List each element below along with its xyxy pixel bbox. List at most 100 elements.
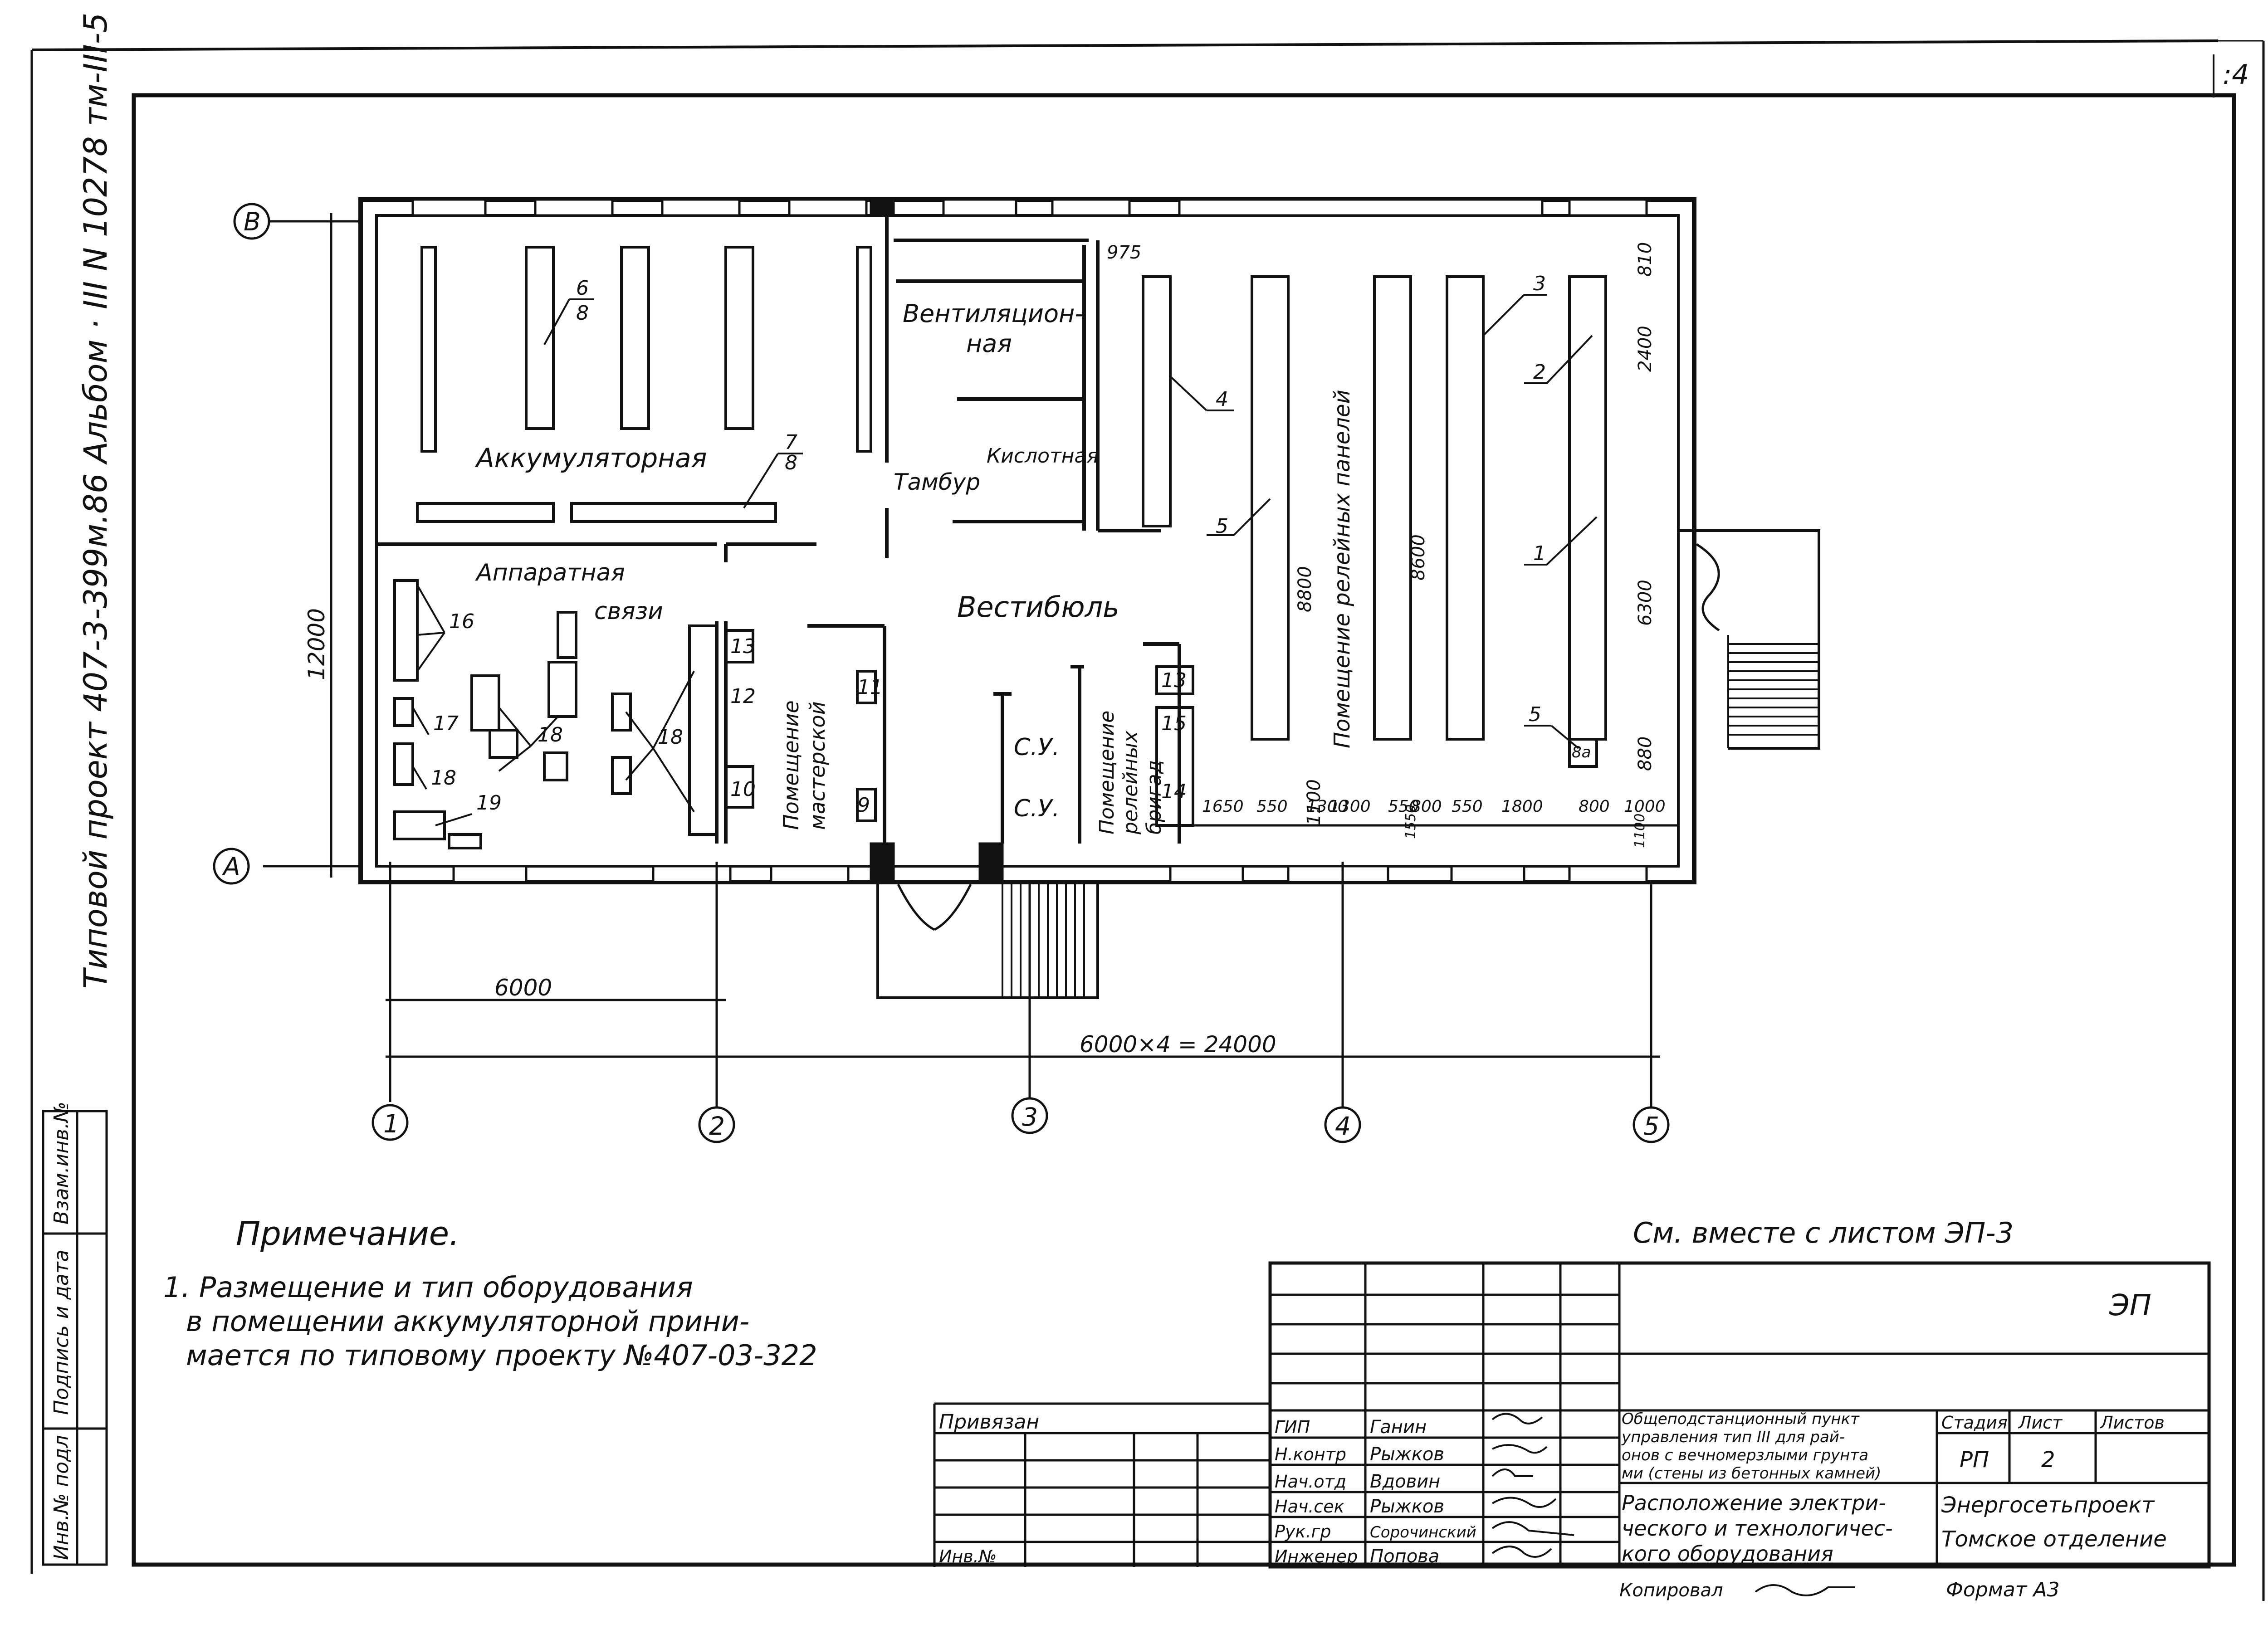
stamp-vzam-inv: Взам.инв.№ — [50, 1102, 73, 1224]
dim-550b: 550 — [1388, 797, 1419, 816]
room-vent-l2: ная — [966, 329, 1012, 358]
dim-1000: 1000 — [1624, 797, 1666, 816]
tb-names: Ганин Рыжков Вдовин Рыжков Сорочинский П… — [1370, 1417, 1476, 1567]
tb-name-4: Рыжков — [1370, 1496, 1444, 1517]
tb-name-1: Ганин — [1370, 1417, 1427, 1438]
tb-roles: ГИП Н.контр Нач.отд Нач.сек Рук.гр Инжен… — [1275, 1417, 1358, 1566]
dim-8800: 8800 — [1295, 566, 1315, 612]
tb-name-2: Рыжков — [1370, 1444, 1444, 1465]
tb-role-nkontr: Н.контр — [1275, 1444, 1346, 1464]
dim-1300a: 1300 — [1306, 797, 1348, 816]
side-stamp — [42, 1110, 108, 1566]
dim-6300: 6300 — [1635, 580, 1656, 626]
dim-1100: 1100 — [1304, 779, 1325, 825]
axis-label-4: 4 — [1335, 1112, 1351, 1141]
axis-label-B: B — [244, 207, 261, 236]
stamp-podpis-data: Подпись и дата — [50, 1250, 73, 1415]
dim-1100b: 1100 — [1632, 814, 1648, 848]
callout-17: 17 — [433, 712, 459, 735]
tb-sheet-title-l1: Расположение электри- — [1622, 1491, 1886, 1515]
callouts: 6 8 7 8 4 5 3 2 1 5 16 17 18 18 18 19 13… — [431, 272, 1591, 817]
title-block-grid — [933, 1261, 2211, 1569]
tb-stage-label: Стадия — [1941, 1413, 2008, 1433]
dim-8600: 8600 — [1408, 534, 1429, 580]
dim-975: 975 — [1107, 242, 1141, 263]
sheet-frame — [30, 39, 2265, 1601]
callout-19: 19 — [476, 791, 502, 815]
tb-project-l1: Общеподстанционный пункт — [1622, 1410, 1860, 1428]
room-rb-l1: Помещение — [1095, 711, 1119, 834]
axis-label-2: 2 — [709, 1112, 725, 1141]
room-masterskaya: Помещение мастерской — [779, 694, 830, 830]
callout-1: 1 — [1533, 542, 1546, 565]
tb-project-l2: управления тип III для рай- — [1621, 1428, 1845, 1446]
room-masterskaya-l1: Помещение — [779, 700, 803, 830]
room-releinyh-paneley: Помещение релейных панелей — [1330, 390, 1355, 748]
callout-5b: 5 — [1529, 703, 1541, 726]
tb-sheet-title-l2: ческого и технологичес- — [1622, 1516, 1893, 1541]
tb-project-l3: онов с вечномерзлыми грунта — [1622, 1446, 1868, 1464]
stamp-inv-podl: Инв.№ подл — [50, 1435, 73, 1560]
dim-12000: 12000 — [303, 608, 330, 680]
tb-role-nachotd: Нач.отд — [1275, 1472, 1346, 1492]
tb-name-6: Попова — [1370, 1546, 1439, 1567]
callout-5a: 5 — [1216, 515, 1228, 538]
callout-7: 7 — [785, 431, 797, 454]
callout-13b: 13 — [1161, 669, 1187, 692]
room-apparat-2: связи — [594, 598, 663, 625]
tb-role-gip: ГИП — [1275, 1417, 1310, 1437]
dim-24000: 6000×4 = 24000 — [1080, 1031, 1276, 1058]
room-rb-l2: релейных — [1119, 731, 1142, 835]
axis-label-5: 5 — [1643, 1112, 1659, 1141]
room-kisl: Кислотная — [987, 444, 1099, 468]
tb-inv-no: Инв.№ — [939, 1546, 997, 1566]
signatures — [1491, 1413, 1574, 1558]
room-su-2: С.У. — [1014, 795, 1060, 822]
callout-3: 3 — [1533, 272, 1546, 295]
tb-name-3: Вдовин — [1370, 1471, 1440, 1492]
dim-550c: 550 — [1452, 797, 1483, 816]
axis-label-A: A — [222, 852, 240, 881]
tb-sheet-title: Расположение электри- ческого и технолог… — [1622, 1491, 1899, 1566]
callout-18c: 18 — [658, 726, 683, 749]
dimensions: 975 810 2400 12000 8800 8600 6300 880 11… — [303, 242, 1666, 1058]
room-vent-l1: Вентиляцион- — [903, 299, 1084, 328]
room-vent: Вентиляцион- ная — [903, 299, 1091, 358]
copied-signature — [1755, 1584, 1855, 1596]
tb-privyazan: Привязан — [939, 1410, 1039, 1434]
callout-15: 15 — [1161, 712, 1187, 735]
tb-org-1: Энергосетьпроект — [1941, 1493, 2155, 1518]
tb-project-name: Общеподстанционный пункт управления тип … — [1621, 1410, 1881, 1483]
axis-label-1: 1 — [383, 1109, 399, 1138]
tb-format: Формат А3 — [1946, 1578, 2060, 1601]
dim-800b: 800 — [1579, 797, 1610, 816]
notes-line-1: 1. Размещение и тип оборудования — [163, 1271, 693, 1304]
dim-800a: 800 — [1411, 797, 1442, 816]
tb-org-2: Томское отделение — [1941, 1527, 2167, 1552]
callout-13a: 13 — [730, 635, 756, 658]
tb-role-nachsek: Нач.сек — [1275, 1497, 1344, 1517]
sheet-corner-mark: :4 — [2223, 59, 2249, 91]
dim-2400: 2400 — [1635, 326, 1656, 372]
callout-8a: 8 — [576, 302, 589, 325]
room-rb-l3: бригад — [1143, 760, 1166, 834]
room-apparat-1: Аппаратная — [475, 559, 625, 586]
tb-sheet-title-l3: кого оборудования — [1622, 1541, 1833, 1566]
room-vestibul: Вестибюль — [957, 590, 1119, 624]
callout-12: 12 — [730, 685, 756, 708]
tb-code: ЭП — [2109, 1289, 2151, 1322]
side-title: Типовой проект 407-3-399м.86 Альбом · II… — [77, 13, 114, 989]
room-releinyh-brigad: Помещение релейных бригад — [1095, 704, 1166, 835]
room-su-1: С.У. — [1014, 734, 1060, 761]
room-masterskaya-l2: мастерской — [805, 701, 830, 830]
tb-name-5: Сорочинский — [1370, 1523, 1476, 1541]
callout-16: 16 — [449, 610, 474, 633]
callout-2: 2 — [1533, 361, 1546, 384]
callout-4: 4 — [1216, 388, 1228, 411]
battery-racks — [416, 246, 872, 523]
dim-1800: 1800 — [1501, 797, 1543, 816]
callout-10: 10 — [730, 778, 756, 801]
callout-14: 14 — [1161, 780, 1187, 803]
tb-copied: Копировал — [1619, 1580, 1723, 1601]
